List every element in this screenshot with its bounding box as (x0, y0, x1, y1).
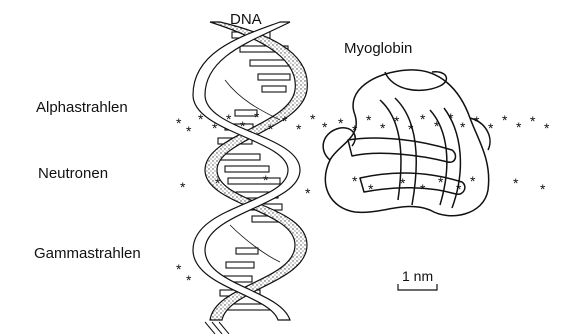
alpha-hit: * (282, 113, 288, 129)
dna-label: DNA (230, 11, 262, 28)
neutron-hit: * (513, 175, 519, 191)
alpha-hit: * (394, 113, 400, 129)
alpha-hit: * (352, 122, 358, 138)
alpha-hit: * (434, 118, 440, 134)
alpha-hit: * (420, 111, 426, 127)
neutron-hit: * (305, 185, 311, 201)
alpha-hit: * (176, 115, 182, 131)
gamma-hit: * (186, 272, 192, 288)
alpha-hit: * (516, 119, 522, 135)
gamma-hit: * (176, 261, 182, 277)
alpha-label: Alphastrahlen (36, 99, 128, 116)
neutron-hit: * (470, 173, 476, 189)
alpha-hit: * (296, 121, 302, 137)
alpha-hit: * (448, 110, 454, 126)
scale-bar-label: 1 nm (402, 268, 433, 284)
neutron-hit: * (352, 173, 358, 189)
alpha-hit: * (408, 121, 414, 137)
neutron-hit: * (420, 181, 426, 197)
neutron-hit: * (368, 181, 374, 197)
gamma-label: Gammastrahlen (34, 245, 141, 262)
alpha-hit: * (322, 119, 328, 135)
alpha-hit: * (198, 111, 204, 127)
myoglobin-structure (323, 70, 490, 216)
alpha-hit: * (186, 123, 192, 139)
neutron-label: Neutronen (38, 165, 108, 182)
alpha-hit: * (338, 115, 344, 131)
scale-bar: 1 nm (398, 268, 437, 290)
alpha-hit: * (212, 120, 218, 136)
alpha-hit: * (380, 120, 386, 136)
alpha-hit: * (474, 113, 480, 129)
neutron-hit: * (456, 181, 462, 197)
alpha-hit: * (488, 120, 494, 136)
alpha-hit: * (544, 120, 550, 136)
alpha-hit: * (254, 109, 260, 125)
neutron-hit: * (215, 175, 221, 191)
neutron-hit: * (400, 175, 406, 191)
alpha-hit: * (226, 111, 232, 127)
alpha-hit: * (366, 112, 372, 128)
gamma-radiation-track: * * (176, 261, 192, 288)
alpha-hit: * (502, 112, 508, 128)
neutron-hit: * (180, 179, 186, 195)
neutron-hit: * (438, 174, 444, 190)
alpha-hit: * (268, 121, 274, 137)
myoglobin-label: Myoglobin (344, 40, 412, 57)
alpha-hit: * (240, 118, 246, 134)
alpha-hit: * (310, 111, 316, 127)
neutron-hit: * (540, 181, 546, 197)
dna-helix (193, 22, 307, 334)
alpha-hit: * (460, 119, 466, 135)
neutron-hit: * (263, 172, 269, 188)
alpha-hit: * (530, 113, 536, 129)
